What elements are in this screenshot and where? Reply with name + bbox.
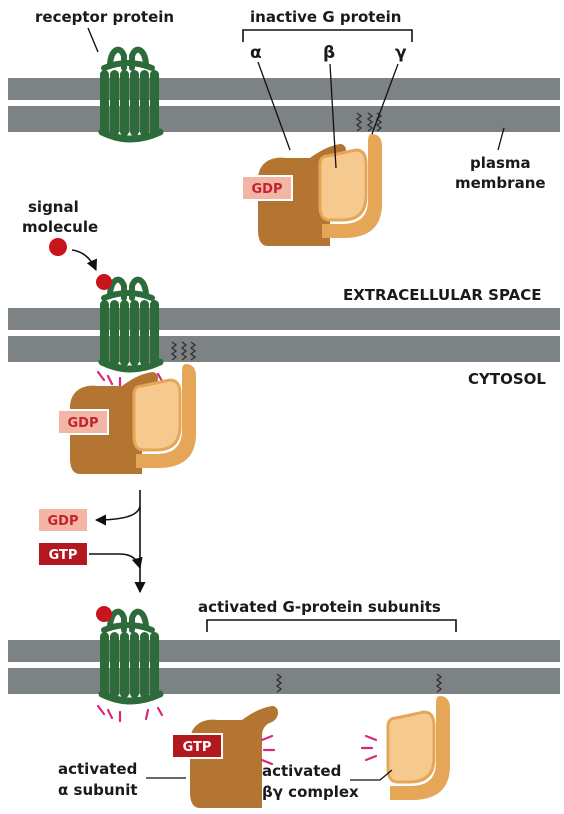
gdp-badge-3: [37, 507, 89, 533]
activated-bg-pointer: [350, 769, 393, 781]
gdp-badge-text-2: GDP: [68, 416, 99, 431]
beta-gamma-complex-3: [386, 694, 452, 802]
beta-label: β: [323, 43, 335, 63]
membrane-outer-1: [8, 78, 560, 100]
gdp-badge-2: [57, 409, 109, 435]
membrane-outer-2: [8, 308, 560, 330]
gtp-binding-arrow: [88, 553, 143, 570]
signal-molecule-label-1: signal: [28, 198, 79, 216]
plasma-membrane-label-2: membrane: [455, 174, 546, 192]
receptor-protein-1: [100, 50, 160, 139]
gdp-badge-text-1: GDP: [252, 182, 283, 197]
receptor-protein-3: [100, 612, 160, 701]
gtp-badge-2: [171, 733, 223, 759]
activated-subunits-bracket: [206, 619, 457, 632]
membrane-inner-1: [8, 106, 560, 132]
gtp-badge-1: [37, 541, 89, 567]
inactive-g-protein-label: inactive G protein: [250, 8, 401, 26]
activation-marks-bg: [360, 734, 378, 762]
gamma-label: γ: [395, 43, 407, 63]
membrane-inner-2: [8, 336, 560, 362]
activation-marks-alpha: [260, 734, 276, 766]
receptor-pointer: [87, 27, 99, 53]
activated-alpha-label-2: α subunit: [58, 781, 138, 799]
gtp-badge-text-2: GTP: [183, 740, 212, 755]
gdp-release-arrow: [94, 505, 141, 526]
extracellular-space-label: EXTRACELLULAR SPACE: [343, 286, 541, 304]
gdp-badge-text-3: GDP: [48, 514, 79, 529]
cytosol-label: CYTOSOL: [468, 370, 546, 388]
gtp-badge-text-1: GTP: [49, 548, 78, 563]
gamma-pointer: [371, 63, 399, 135]
activation-marks-receptor-3: [96, 704, 164, 723]
receptor-protein-2: [100, 280, 160, 369]
plasma-membrane-label-1: plasma: [470, 154, 531, 172]
receptor-protein-label: receptor protein: [35, 8, 174, 26]
curved-arrow-icon: [71, 249, 98, 272]
plasma-membrane-pointer: [497, 127, 505, 151]
beta-pointer: [329, 63, 337, 169]
membrane-inner-3: [8, 668, 560, 694]
alpha-pointer: [257, 61, 291, 151]
signal-molecule-bound: [96, 274, 112, 290]
activated-alpha-label-1: activated: [58, 760, 137, 778]
gdp-badge-1: [241, 175, 293, 201]
membrane-outer-3: [8, 640, 560, 662]
signal-molecule-bound-3: [96, 606, 112, 622]
signal-molecule-label-2: molecule: [22, 218, 98, 236]
activated-bg-label-1: activated: [262, 762, 341, 780]
inactive-g-bracket: [242, 29, 413, 42]
activated-bg-label-2: βγ complex: [262, 783, 359, 801]
signal-molecule-free: [49, 238, 67, 256]
alpha-label: α: [250, 43, 262, 63]
activated-subunits-label: activated G-protein subunits: [198, 598, 441, 616]
